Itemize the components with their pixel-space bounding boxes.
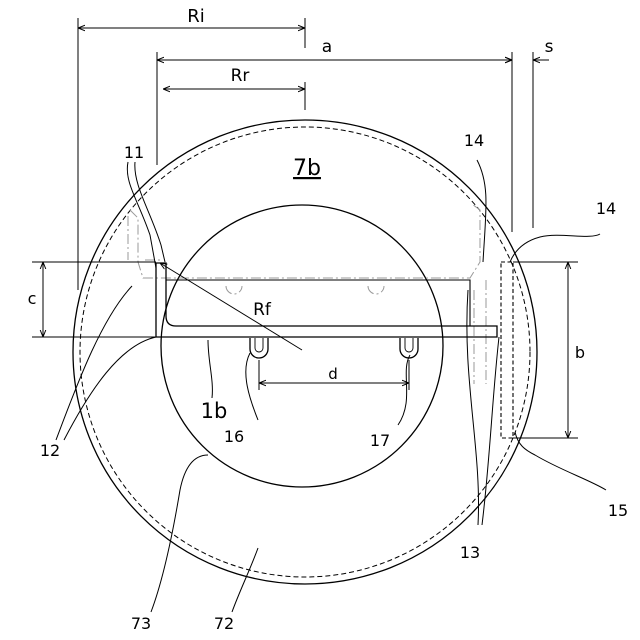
label-d: d — [328, 365, 338, 383]
label-ri: Ri — [187, 6, 205, 27]
label-rr: Rr — [231, 66, 250, 86]
label-7b: 7b — [293, 156, 321, 181]
label-11: 11 — [124, 143, 144, 162]
label-13: 13 — [460, 543, 480, 562]
label-1b: 1b — [201, 399, 228, 423]
tray-inner-flange — [166, 280, 470, 326]
label-12: 12 — [40, 441, 60, 460]
label-c: c — [28, 289, 37, 308]
text-labels: Ri a s Rr c b Rf d 7b 1b 11 12 13 14 14 … — [28, 6, 629, 633]
label-15: 15 — [608, 501, 628, 520]
label-14-right: 14 — [596, 199, 616, 218]
label-b: b — [575, 343, 585, 362]
hook-16-inner — [255, 338, 263, 352]
label-s: s — [545, 37, 554, 57]
label-14-top: 14 — [464, 131, 484, 150]
tray-outline — [156, 263, 497, 337]
label-16: 16 — [224, 427, 244, 446]
label-17: 17 — [370, 431, 390, 450]
label-rf: Rf — [253, 300, 272, 320]
label-a: a — [322, 37, 332, 57]
hook-16 — [250, 338, 268, 358]
dimension-lines — [32, 18, 578, 438]
hook-17 — [400, 338, 418, 358]
hook-17-inner — [405, 338, 413, 352]
label-72: 72 — [214, 614, 234, 633]
outer-dashed-circle — [80, 127, 530, 577]
phantom-tray — [128, 204, 486, 384]
side-part-15 — [501, 262, 513, 438]
label-73: 73 — [131, 614, 151, 633]
inner-circle — [161, 205, 443, 487]
